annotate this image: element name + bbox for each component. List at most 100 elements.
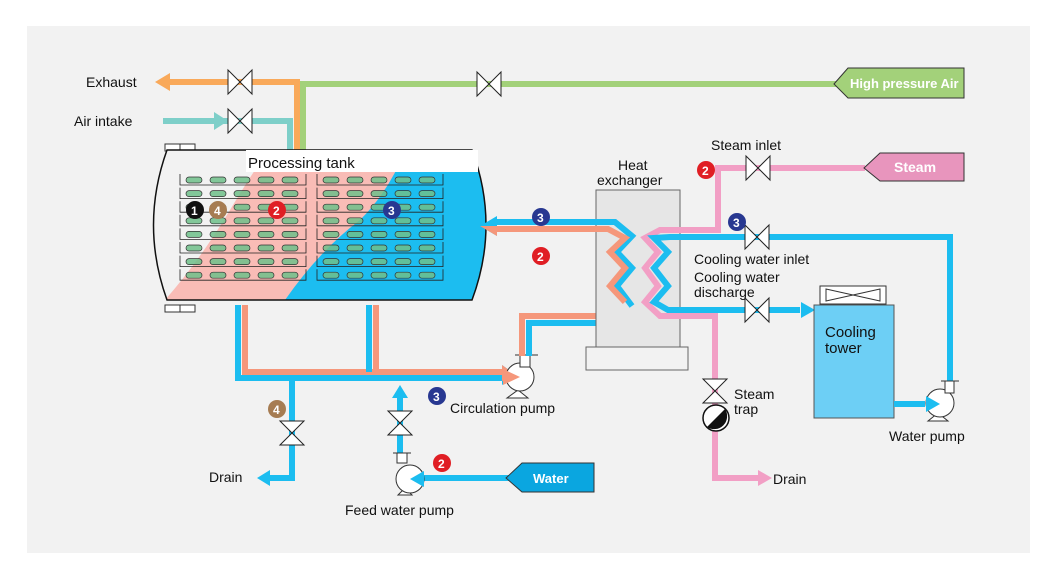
- tank-outlet-piping: [235, 305, 516, 385]
- tank-item: [322, 244, 340, 252]
- steam-trap-valve[interactable]: [701, 378, 729, 404]
- tank-item: [346, 190, 364, 197]
- tank-item: [418, 176, 436, 184]
- tank-item: [281, 271, 299, 279]
- tank-item: [418, 244, 436, 252]
- badge-2-feed: 2: [433, 454, 451, 472]
- tank-item: [257, 244, 275, 252]
- badge-3-cooling: 3: [728, 213, 746, 231]
- cooling-water-inlet-valve[interactable]: [744, 223, 770, 251]
- tank-tray: [179, 187, 307, 199]
- svg-text:3: 3: [733, 216, 740, 230]
- tank-item: [257, 217, 275, 225]
- tank-item: [346, 176, 364, 184]
- tank-item: [370, 271, 388, 279]
- exhaust-label: Exhaust: [86, 74, 137, 90]
- tank-tray: [179, 174, 307, 186]
- tank-item: [209, 190, 227, 197]
- feed-water-pump-label: Feed water pump: [345, 502, 454, 518]
- tank-tray: [316, 228, 444, 240]
- tank-tray: [316, 201, 444, 213]
- badge-3-tank: 3: [383, 201, 401, 219]
- tank-item: [233, 217, 251, 225]
- tank-item: [257, 190, 275, 197]
- tank-item: [322, 217, 340, 225]
- tank-item: [185, 244, 203, 252]
- air-intake-valve[interactable]: [227, 107, 253, 135]
- tank-item: [346, 203, 364, 211]
- tank-item: [346, 231, 364, 238]
- tank-item: [281, 231, 299, 238]
- tank-item: [322, 231, 340, 238]
- tank-item: [233, 244, 251, 252]
- drain-valve[interactable]: [278, 420, 306, 446]
- tank-item: [418, 190, 436, 197]
- tank-item: [233, 271, 251, 279]
- tank-item: [346, 217, 364, 225]
- tank-item: [418, 217, 436, 225]
- tank-item: [394, 244, 412, 252]
- tank-item: [281, 244, 299, 252]
- tank-tray: [179, 242, 307, 254]
- badge-2-steam: 2: [697, 161, 715, 179]
- badge-4-tank: 4: [209, 201, 227, 219]
- air-intake-line: [163, 112, 293, 150]
- svg-text:3: 3: [537, 211, 544, 225]
- steam-inlet-valve[interactable]: [745, 154, 771, 182]
- tank-item: [394, 217, 412, 225]
- feed-water-valve[interactable]: [386, 410, 414, 436]
- svg-text:2: 2: [702, 164, 709, 178]
- tank-item: [394, 176, 412, 184]
- circulation-pump-label: Circulation pump: [450, 400, 555, 416]
- svg-text:3: 3: [433, 390, 440, 404]
- tank-item: [346, 258, 364, 265]
- svg-text:1: 1: [191, 204, 198, 218]
- tank-item: [185, 271, 203, 279]
- svg-text:2: 2: [537, 250, 544, 264]
- cooling-tower: [813, 285, 895, 419]
- feed-water-pump[interactable]: [393, 452, 425, 496]
- heat-exchanger: [585, 189, 689, 371]
- steam-line: [640, 165, 865, 486]
- tank-item: [394, 190, 412, 197]
- cooling-water-inlet-label: Cooling water inlet: [694, 251, 809, 267]
- tank-tray: [316, 269, 444, 281]
- badge-1: 1: [186, 201, 204, 219]
- exhaust-valve[interactable]: [227, 68, 253, 96]
- high-pressure-air-label: High pressure Air: [850, 76, 959, 91]
- high-pressure-air-valve[interactable]: [476, 70, 502, 98]
- steam-label: Steam: [894, 159, 936, 175]
- tank-item: [233, 176, 251, 184]
- tank-item: [370, 176, 388, 184]
- cooling-tower-label-1: Cooling: [825, 324, 876, 341]
- tank-item: [394, 271, 412, 279]
- cooling-water-discharge-valve[interactable]: [744, 296, 770, 324]
- svg-text:2: 2: [438, 457, 445, 471]
- tank-item: [394, 231, 412, 238]
- tank-item: [281, 176, 299, 184]
- tank-trays: [179, 174, 444, 281]
- tank-item: [281, 217, 299, 225]
- tank-item: [209, 258, 227, 265]
- tank-item: [346, 244, 364, 252]
- steam-trap-icon: [702, 404, 730, 432]
- tank-item: [370, 231, 388, 238]
- water-pump[interactable]: [925, 380, 959, 422]
- circulation-pump[interactable]: [503, 354, 538, 399]
- tank-item: [370, 258, 388, 265]
- tank-item: [209, 231, 227, 238]
- tank-item: [257, 271, 275, 279]
- tank-tray: [316, 214, 444, 227]
- water-pump-label: Water pump: [889, 428, 965, 444]
- cooling-water-line: [647, 234, 953, 386]
- tank-item: [418, 271, 436, 279]
- tank-tray: [179, 201, 307, 213]
- tank-item: [257, 258, 275, 265]
- tank-tray: [316, 242, 444, 254]
- tank-item: [346, 271, 364, 279]
- badge-3-circ: 3: [428, 387, 446, 405]
- tank-item: [257, 231, 275, 238]
- tank-item: [185, 258, 203, 265]
- tank-item: [233, 231, 251, 238]
- tank-item: [185, 190, 203, 197]
